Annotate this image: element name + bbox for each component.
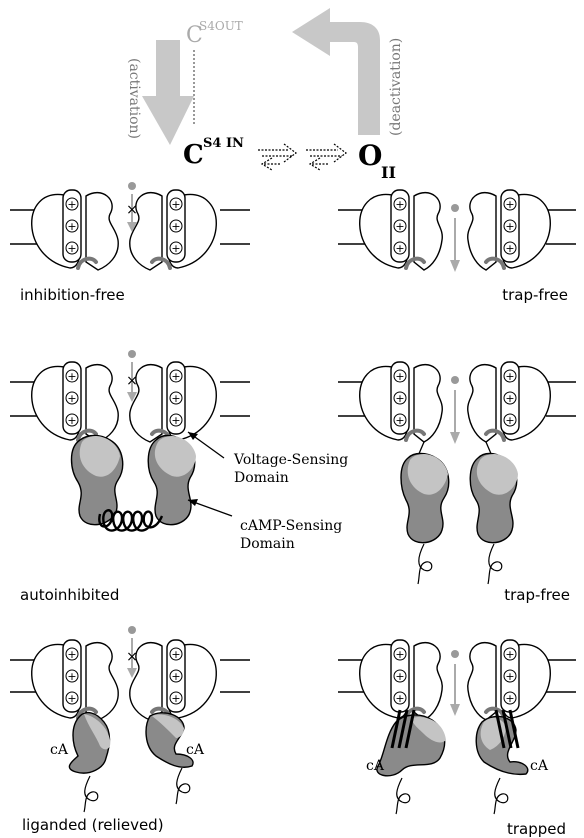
- svg-text:+: +: [395, 198, 404, 211]
- camp-domain-left: [72, 436, 123, 525]
- state-diagram: C S4OUT (activation) (deactivation) C S4…: [126, 8, 404, 182]
- svg-text:+: +: [505, 370, 514, 383]
- svg-text:+: +: [171, 392, 180, 405]
- panel-label-inhibition-free: inhibition-free: [20, 286, 125, 304]
- svg-text:+: +: [395, 670, 404, 683]
- plus-charge-icon: + + + + + +: [66, 370, 182, 427]
- svg-text:×: ×: [126, 373, 138, 389]
- svg-text:+: +: [67, 670, 76, 683]
- plus-charge-icon: + + + + + +: [66, 648, 182, 705]
- ligand-label-right: cA: [186, 742, 205, 758]
- state-o2: O: [358, 139, 382, 172]
- deactivation-arrow: [292, 8, 380, 135]
- svg-text:+: +: [395, 392, 404, 405]
- panel-label-autoinhibited: autoinhibited: [20, 586, 119, 604]
- state-c-out-sup: S4OUT: [199, 19, 243, 33]
- svg-text:+: +: [67, 220, 76, 233]
- svg-text:+: +: [67, 370, 76, 383]
- svg-text:+: +: [171, 648, 180, 661]
- svg-text:+: +: [171, 242, 180, 255]
- svg-text:+: +: [395, 414, 404, 427]
- camp-domain-right: [470, 454, 518, 543]
- deactivation-label: (deactivation): [388, 38, 404, 136]
- svg-text:+: +: [67, 392, 76, 405]
- camp-domain-right: [148, 436, 196, 525]
- panel-label-liganded: liganded (relieved): [22, 816, 164, 834]
- activation-arrow: [142, 40, 194, 145]
- svg-text:+: +: [395, 692, 404, 705]
- block-icon: ×: [126, 202, 138, 218]
- annotation-voltage-line2: Domain: [234, 470, 289, 486]
- svg-text:+: +: [505, 670, 514, 683]
- annotation-camp-line2: Domain: [240, 536, 295, 552]
- state-o2-sub: II: [381, 163, 396, 182]
- svg-text:+: +: [67, 242, 76, 255]
- ligand-label-left: cA: [50, 742, 69, 758]
- camp-domain-left: [401, 454, 449, 543]
- panel-label-trap-free-1: trap-free: [502, 286, 568, 304]
- svg-text:+: +: [171, 370, 180, 383]
- svg-text:+: +: [505, 648, 514, 661]
- svg-text:+: +: [171, 414, 180, 427]
- svg-text:+: +: [395, 648, 404, 661]
- annotation-voltage-line1: Voltage-Sensing: [233, 452, 348, 468]
- svg-text:+: +: [67, 414, 76, 427]
- camp-domain-left: [69, 713, 110, 773]
- panel-inhibition-free: + + + + + + × inhibition-free: [10, 182, 250, 304]
- svg-text:+: +: [67, 692, 76, 705]
- svg-text:+: +: [67, 198, 76, 211]
- svg-text:+: +: [395, 242, 404, 255]
- panel-trap-free-2: + + + + + + trap-free: [338, 362, 576, 604]
- svg-text:+: +: [171, 692, 180, 705]
- state-c-in: C: [183, 140, 204, 170]
- svg-text:+: +: [171, 198, 180, 211]
- svg-text:+: +: [505, 414, 514, 427]
- svg-text:+: +: [505, 392, 514, 405]
- panel-trapped: + + + + + + cA cA: [338, 640, 576, 838]
- svg-text:+: +: [395, 220, 404, 233]
- svg-text:+: +: [505, 692, 514, 705]
- svg-text:+: +: [67, 648, 76, 661]
- panel-label-trap-free-2: trap-free: [504, 586, 570, 604]
- panel-label-trapped: trapped: [507, 820, 566, 838]
- svg-text:+: +: [171, 670, 180, 683]
- ligand-label-left: cA: [366, 758, 385, 774]
- transition-arrows: [258, 144, 346, 170]
- svg-text:+: +: [171, 220, 180, 233]
- annotation-camp-line1: cAMP-Sensing: [240, 518, 342, 534]
- svg-text:+: +: [505, 242, 514, 255]
- panel-liganded: + + + + + + × cA cA liganded (relieved): [10, 626, 250, 834]
- activation-label: (activation): [126, 58, 142, 139]
- plus-charge-icon: + + + + + +: [66, 198, 182, 255]
- camp-domain-right: [146, 713, 193, 767]
- panel-trap-free-1: + + + + + + trap-free: [338, 190, 576, 304]
- svg-text:×: ×: [126, 649, 138, 665]
- svg-text:+: +: [395, 370, 404, 383]
- svg-text:+: +: [505, 220, 514, 233]
- svg-text:+: +: [505, 198, 514, 211]
- state-c-in-sup: S4 IN: [203, 136, 244, 151]
- panel-autoinhibited: + + + + + + × Voltage-Sensing Domain: [10, 350, 348, 604]
- ligand-label-right: cA: [530, 758, 549, 774]
